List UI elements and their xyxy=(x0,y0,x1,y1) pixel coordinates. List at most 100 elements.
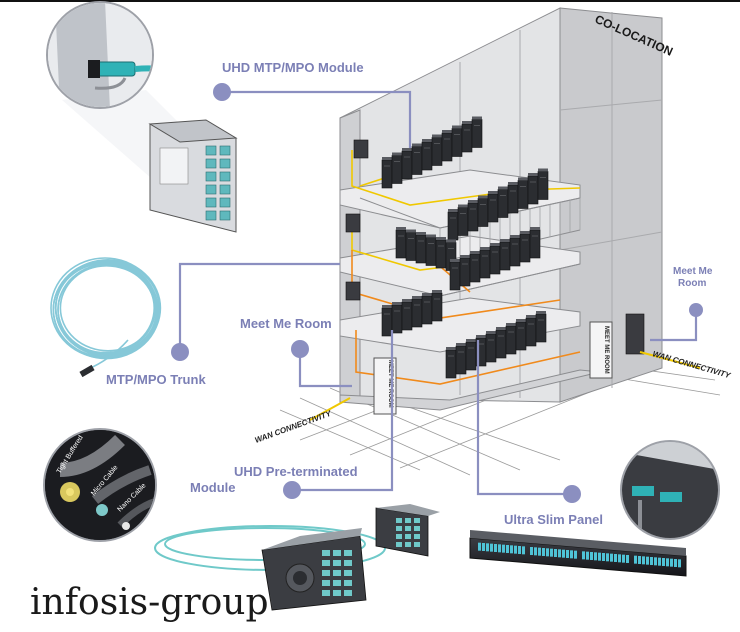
server-rack-top xyxy=(500,239,510,242)
preterm-port xyxy=(414,526,420,531)
uhd-preterm-label-line1: UHD Pre-terminated xyxy=(234,464,358,479)
preterm-port xyxy=(344,560,352,566)
server-rack xyxy=(485,333,497,363)
trunk-coil-loop xyxy=(59,264,157,352)
server-rack xyxy=(477,198,489,227)
server-rack-top xyxy=(538,168,548,172)
server-rack xyxy=(525,317,537,347)
server-rack-top xyxy=(392,152,402,156)
server-rack-top xyxy=(452,125,462,129)
cassette-port xyxy=(205,210,217,221)
callout-dot-uhd-module xyxy=(213,83,231,101)
preterm-port xyxy=(333,570,341,576)
meet-me-room-door-left: MEET ME ROOM xyxy=(373,357,397,415)
preterm-port xyxy=(322,580,330,586)
server-rack-top xyxy=(518,177,528,181)
server-rack-top xyxy=(402,148,412,151)
callout-dots xyxy=(171,83,703,503)
server-rack-top xyxy=(526,315,536,318)
panel-port xyxy=(498,544,501,553)
server-rack xyxy=(447,211,459,241)
panel-port xyxy=(654,557,657,566)
server-rack xyxy=(529,229,541,259)
meet-me-room-right-label-line1: Meet Me xyxy=(673,266,713,277)
wall-enclosure xyxy=(345,281,361,301)
server-racks xyxy=(381,116,549,379)
server-rack-top xyxy=(462,121,472,124)
wan-connectivity-right-label: WAN CONNECTIVITY xyxy=(651,349,731,380)
server-rack-top xyxy=(412,143,422,147)
panel-port xyxy=(594,552,597,561)
server-rack-top xyxy=(396,227,406,230)
preterm-port xyxy=(405,534,411,539)
preterm-port xyxy=(333,560,341,566)
server-rack-top xyxy=(476,335,486,338)
server-rack xyxy=(391,304,403,334)
server-rack-top xyxy=(416,232,426,235)
panel-port xyxy=(662,557,665,566)
callout-line-meet-me-right xyxy=(650,310,698,342)
server-rack xyxy=(479,249,491,279)
uhd-preterm-label-line2: Module xyxy=(190,480,236,495)
cable-types-zoom: Tight Buffered Micro Cable Nano Cable xyxy=(43,428,157,542)
meet-me-room-right-label-line2: Room xyxy=(678,278,706,289)
server-rack xyxy=(489,245,501,275)
cassette-port xyxy=(219,210,231,221)
preterm-port xyxy=(396,542,402,547)
panel-port xyxy=(554,548,557,557)
server-rack-top xyxy=(432,290,442,293)
colocation-building: MEET ME ROOM MEET ME ROOM WAN CONNECTIVI… xyxy=(254,7,732,476)
server-rack-top xyxy=(478,195,488,199)
server-rack xyxy=(391,155,403,184)
panel-port xyxy=(590,551,593,560)
panel-port xyxy=(570,550,573,559)
panel-port xyxy=(646,556,649,565)
cassette-port xyxy=(205,158,217,169)
panel-port xyxy=(542,547,545,556)
server-rack xyxy=(381,159,393,189)
preterm-port xyxy=(344,570,352,576)
server-rack xyxy=(509,237,521,267)
server-rack xyxy=(431,292,443,322)
panel-port xyxy=(658,557,661,566)
mtp-trunk-label: MTP/MPO Trunk xyxy=(106,372,206,387)
callout-dot-meet-me-right xyxy=(689,303,703,317)
preterm-port xyxy=(322,570,330,576)
panel-port xyxy=(574,550,577,559)
panel-port xyxy=(518,545,521,554)
panel-port xyxy=(510,545,513,554)
meet-me-room-door-right-label: MEET ME ROOM xyxy=(603,326,609,374)
panel-port xyxy=(642,556,645,565)
server-rack xyxy=(519,233,531,263)
cassette-port xyxy=(219,158,231,169)
preterm-port xyxy=(322,590,330,596)
panel-port xyxy=(514,545,517,554)
server-rack-top xyxy=(382,305,392,308)
server-rack xyxy=(395,229,407,259)
panel-port xyxy=(598,552,601,561)
server-rack-top xyxy=(442,130,452,133)
ultra-slim-panel-zoom xyxy=(620,440,720,540)
preterm-port xyxy=(344,580,352,586)
server-rack-top xyxy=(402,299,412,302)
panel-port xyxy=(678,559,681,568)
preterm-port xyxy=(396,526,402,531)
server-rack xyxy=(421,141,433,171)
server-rack xyxy=(401,150,413,180)
server-rack xyxy=(405,232,417,261)
uhd-preterm-module-2 xyxy=(261,528,367,611)
server-rack xyxy=(401,301,413,331)
server-rack xyxy=(451,128,463,157)
callout-dot-ultra-slim xyxy=(563,485,581,503)
panel-port xyxy=(566,549,569,558)
server-rack-top xyxy=(406,229,416,233)
callout-dot-mtp-trunk xyxy=(171,343,189,361)
preterm-port xyxy=(396,518,402,523)
top-border xyxy=(0,0,740,2)
panel-port xyxy=(550,548,553,557)
server-rack xyxy=(527,175,539,205)
panel-port xyxy=(534,547,537,556)
server-rack-top xyxy=(458,204,468,208)
uhd-preterm-module-1 xyxy=(375,504,440,557)
